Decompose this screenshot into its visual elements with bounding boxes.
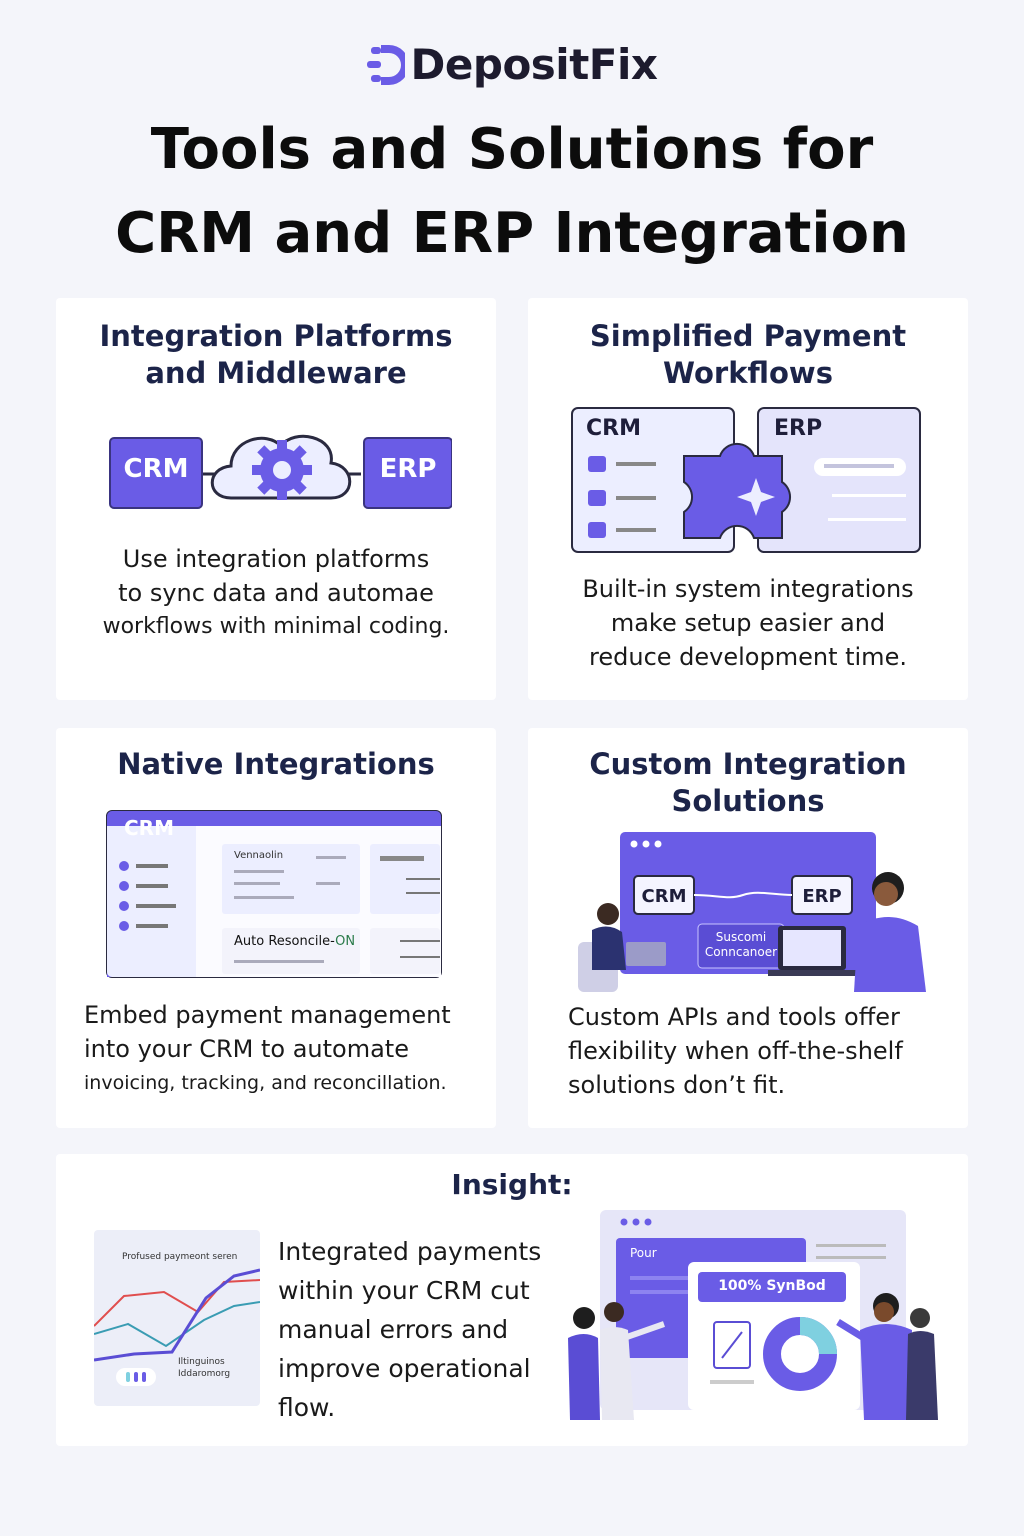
card-text-line1: Custom APIs and tools offer bbox=[568, 1003, 900, 1031]
card-title: Custom Integration Solutions bbox=[528, 746, 968, 820]
erp-label: ERP bbox=[802, 886, 842, 907]
person-standing-icon bbox=[854, 872, 926, 992]
card-title-line2: and Middleware bbox=[145, 356, 407, 390]
insight-text: Integrated payments within your CRM cut … bbox=[278, 1232, 558, 1427]
insight-text-line3: manual errors and bbox=[278, 1315, 509, 1344]
card-text-line2: to sync data and automae bbox=[118, 579, 434, 607]
card-description: Built-in system integrations make setup … bbox=[528, 572, 968, 674]
card-title: Integration Platforms and Middleware bbox=[56, 318, 496, 392]
card-description: Custom APIs and tools offer flexibility … bbox=[568, 1000, 968, 1102]
brand-name: DepositFix bbox=[410, 40, 658, 89]
card-text-line3: solutions don’t fit. bbox=[568, 1071, 786, 1099]
card-title-line1: Simplified Payment bbox=[589, 319, 907, 353]
card-title-line1: Integration Platforms bbox=[99, 319, 453, 353]
card-text-line1: Built-in system integrations bbox=[582, 575, 914, 603]
gear-icon bbox=[252, 440, 312, 500]
card-text-line2: flexibility when off-the-shelf bbox=[568, 1037, 903, 1065]
donut-chart-icon bbox=[763, 1317, 837, 1391]
people-group-icon bbox=[568, 1293, 938, 1420]
card-text-line1: Embed payment management bbox=[84, 1001, 451, 1029]
brand-logo: DepositFix bbox=[0, 40, 1024, 89]
insight-chart-card: Profused paymeont seren Iltinguinos Idda… bbox=[94, 1230, 260, 1406]
toggle-state: ON bbox=[335, 934, 356, 949]
card-title-line2: Solutions bbox=[671, 784, 825, 818]
pencil-icon bbox=[710, 1321, 754, 1384]
insight-text-line5: flow. bbox=[278, 1393, 336, 1422]
card-native-integrations: Native Integrations bbox=[56, 728, 496, 1128]
panel-label: Vennaolin bbox=[234, 850, 284, 861]
auto-reconcile-toggle[interactable]: Auto Resoncile-ON bbox=[234, 934, 355, 949]
puzzle-piece bbox=[683, 442, 791, 539]
status-line2: Conncanoer bbox=[704, 945, 778, 959]
card-integration-platforms: Integration Platforms and Middleware bbox=[56, 298, 496, 700]
toggle-label: Auto Resoncile- bbox=[234, 934, 336, 949]
card-title-line2: Workflows bbox=[663, 356, 833, 390]
connection-status: Suscomi Conncanoer bbox=[698, 930, 784, 960]
erp-label: ERP bbox=[774, 416, 823, 441]
insight-text-line1: Integrated payments bbox=[278, 1237, 542, 1266]
page-title-line1: Tools and Solutions for bbox=[150, 117, 874, 182]
chart-legend-pills bbox=[116, 1368, 156, 1386]
card-text-line2: into your CRM to automate bbox=[84, 1035, 409, 1063]
card-simplified-payment: Simplified Payment Workflows CRM ERP Bui… bbox=[528, 298, 968, 700]
sparkle-icon bbox=[737, 478, 775, 516]
insight-chart-label: Iltinguinos Iddaromorg bbox=[178, 1356, 230, 1380]
card-text-line3: workflows with minimal coding. bbox=[102, 614, 450, 639]
dashboard-label: Pour bbox=[630, 1246, 657, 1260]
crm-label: CRM bbox=[641, 886, 687, 907]
insight-line-chart bbox=[94, 1268, 260, 1362]
card-text-line1: Use integration platforms bbox=[122, 545, 430, 573]
puzzle-illustration: CRM ERP bbox=[570, 406, 922, 556]
card-custom-integration: Custom Integration Solutions bbox=[528, 728, 968, 1128]
insight-text-line4: improve operational bbox=[278, 1354, 531, 1383]
status-line1: Suscomi bbox=[715, 930, 767, 944]
insight-section: Insight: Profused paymeont seren Iltingu… bbox=[56, 1154, 968, 1446]
insight-chart-title: Profused paymeont seren bbox=[122, 1252, 238, 1262]
card-title-line1: Custom Integration bbox=[589, 747, 907, 781]
chart-label-line1: Iltinguinos bbox=[178, 1357, 225, 1367]
crm-box bbox=[109, 437, 203, 509]
card-text-line3: reduce development time. bbox=[589, 643, 907, 671]
card-title: Native Integrations bbox=[117, 747, 435, 781]
erp-label: ERP bbox=[379, 454, 437, 484]
custom-api-illustration: CRM ERP Suscomi Conncanoer bbox=[578, 830, 930, 996]
crm-window-illustration: CRM Vennaolin Auto Resoncile-ON bbox=[106, 810, 442, 978]
laptop-icon bbox=[768, 926, 858, 976]
card-title: Simplified Payment Workflows bbox=[528, 318, 968, 392]
middleware-illustration: CRM ERP bbox=[106, 418, 452, 518]
card-text-line2: make setup easier and bbox=[610, 609, 886, 637]
card-description: Embed payment management into your CRM t… bbox=[84, 998, 494, 1100]
insight-text-line2: within your CRM cut bbox=[278, 1276, 530, 1305]
crm-window-title: CRM bbox=[124, 816, 174, 840]
page-title: Tools and Solutions for CRM and ERP Inte… bbox=[0, 108, 1024, 276]
crm-label: CRM bbox=[586, 416, 641, 441]
card-text-line3: invoicing, tracking, and reconcillation. bbox=[84, 1072, 447, 1094]
crm-label: CRM bbox=[123, 454, 189, 484]
logo-mark-icon bbox=[366, 44, 405, 85]
erp-box bbox=[363, 437, 452, 509]
person-sitting-icon bbox=[578, 903, 666, 992]
sync-badge: 100% SynBod bbox=[718, 1278, 826, 1294]
chart-label-line2: Iddaromorg bbox=[178, 1369, 231, 1379]
insight-heading: Insight: bbox=[451, 1168, 573, 1201]
card-description: Use integration platforms to sync data a… bbox=[56, 542, 496, 644]
page-title-line2: CRM and ERP Integration bbox=[115, 201, 909, 266]
insight-dashboard-illustration: Pour 100% SynBod bbox=[568, 1206, 948, 1426]
